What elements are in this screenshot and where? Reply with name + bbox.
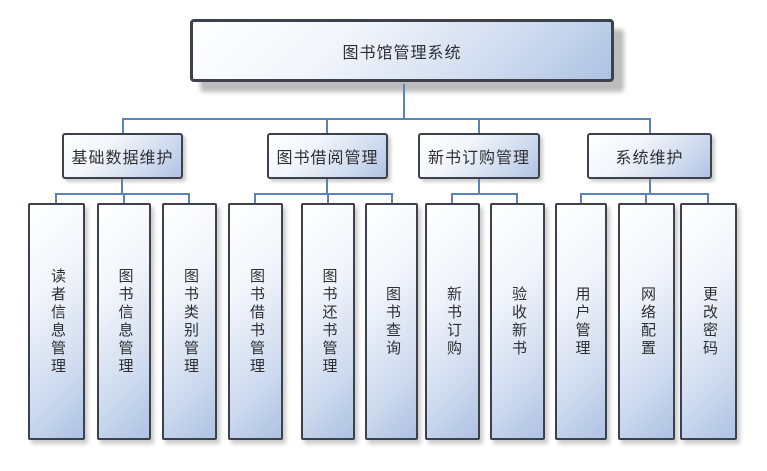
connector-g2-drop xyxy=(326,179,328,193)
leaf-node-book-lend-mgmt: 图书借书管理 xyxy=(228,203,283,440)
connector-drop-branch3 xyxy=(478,118,480,133)
connector-g2-stub2 xyxy=(327,193,329,203)
connector-g2-bus xyxy=(254,193,393,195)
leaf-label: 图书信息管理 xyxy=(116,267,133,376)
leaf-node-network-config: 网络配置 xyxy=(618,203,675,440)
leaf-node-accept-new-book: 验收新书 xyxy=(490,203,545,440)
connector-g3-bus xyxy=(451,193,518,195)
branch-node-borrow-mgmt: 图书借阅管理 xyxy=(267,133,388,179)
connector-g1-stub1 xyxy=(55,193,57,203)
connector-g4-stub2 xyxy=(645,193,647,203)
leaf-label: 更改密码 xyxy=(701,285,717,358)
root-node-library-system: 图书馆管理系统 xyxy=(190,19,614,82)
connector-level1-bus xyxy=(122,118,651,120)
branch-node-basic-data: 基础数据维护 xyxy=(62,133,183,179)
branch-label: 新书订购管理 xyxy=(427,150,530,167)
connector-g4-stub1 xyxy=(580,193,582,203)
connector-g4-bus xyxy=(580,193,709,195)
leaf-label: 图书借书管理 xyxy=(248,267,264,376)
leaf-node-new-book-order: 新书订购 xyxy=(425,203,480,440)
branch-label: 基础数据维护 xyxy=(71,150,174,167)
branch-node-system-maint: 系统维护 xyxy=(587,133,712,179)
leaf-node-user-mgmt: 用户管理 xyxy=(555,203,607,440)
connector-g1-bus xyxy=(55,193,190,195)
connector-g4-stub3 xyxy=(707,193,709,203)
leaf-node-change-password: 更改密码 xyxy=(680,203,737,440)
leaf-label: 网络配置 xyxy=(639,285,655,358)
leaf-label: 读者信息管理 xyxy=(49,267,65,376)
leaf-label: 用户管理 xyxy=(573,285,590,358)
connector-root-drop xyxy=(403,84,405,118)
leaf-node-book-query: 图书查询 xyxy=(365,203,418,440)
connector-g3-drop xyxy=(478,179,480,193)
connector-g3-stub1 xyxy=(451,193,453,203)
connector-g1-drop xyxy=(121,179,123,193)
leaf-node-book-info-mgmt: 图书信息管理 xyxy=(97,203,151,440)
connector-g1-stub2 xyxy=(123,193,125,203)
connector-g4-drop xyxy=(649,179,651,193)
leaf-label: 新书订购 xyxy=(445,285,461,358)
branch-node-new-book-order: 新书订购管理 xyxy=(418,133,540,179)
leaf-node-book-return-mgmt: 图书还书管理 xyxy=(301,203,355,440)
leaf-node-reader-info-mgmt: 读者信息管理 xyxy=(28,203,85,440)
connector-g2-stub1 xyxy=(254,193,256,203)
leaf-label: 图书类别管理 xyxy=(182,267,198,376)
root-node-label: 图书馆管理系统 xyxy=(342,44,462,62)
connector-drop-branch2 xyxy=(326,118,328,133)
connector-g2-stub3 xyxy=(391,193,393,203)
connector-g1-stub3 xyxy=(188,193,190,203)
branch-label: 图书借阅管理 xyxy=(276,150,379,167)
leaf-node-book-category-mgmt: 图书类别管理 xyxy=(162,203,217,440)
leaf-label: 验收新书 xyxy=(510,285,526,358)
branch-label: 系统维护 xyxy=(615,150,684,167)
leaf-label: 图书还书管理 xyxy=(320,267,337,376)
leaf-label: 图书查询 xyxy=(384,285,400,358)
connector-drop-branch4 xyxy=(649,118,651,133)
connector-drop-branch1 xyxy=(122,118,124,133)
connector-g3-stub2 xyxy=(516,193,518,203)
